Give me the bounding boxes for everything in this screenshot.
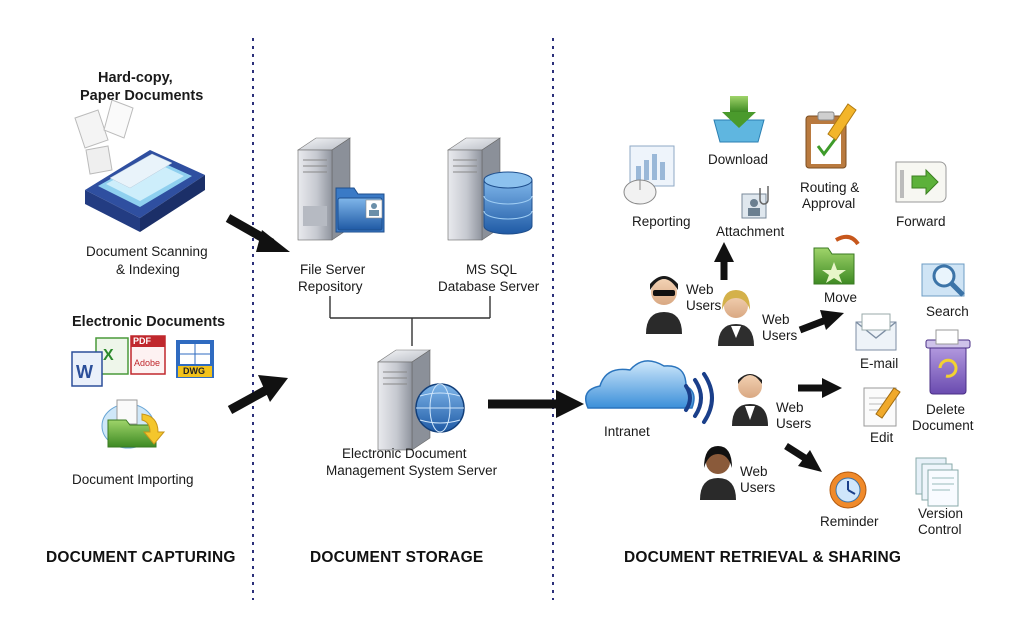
intranet-label: Intranet	[604, 424, 650, 439]
web-user-male-icon	[732, 374, 768, 426]
web-users-2-line2: Users	[762, 328, 798, 343]
reporting-icon	[623, 145, 675, 205]
file-server-label-line2: Repository	[298, 279, 363, 294]
electronic-docs-title: Electronic Documents	[72, 314, 226, 330]
cloud-icon	[585, 360, 695, 409]
arrow-to-edit	[798, 378, 842, 398]
sql-label-line2: Database Server	[438, 279, 540, 294]
routing-label-line2: Approval	[802, 196, 856, 211]
scanning-label-line2: & Indexing	[116, 262, 180, 277]
delete-icon	[925, 329, 971, 395]
scanner-icon	[85, 150, 205, 232]
svg-text:W: W	[76, 362, 93, 382]
edms-label-line2: Management System Server	[326, 463, 498, 478]
database-icon	[483, 171, 533, 235]
reminder-label: Reminder	[820, 514, 879, 529]
file-server-label-line1: File Server	[300, 262, 366, 277]
scanning-label-line1: Document Scanning	[86, 244, 208, 259]
web-users-1-line2: Users	[686, 298, 722, 313]
search-icon	[921, 263, 965, 297]
section-storage: DOCUMENT STORAGE	[310, 549, 484, 566]
paper-docs-title-line2: Paper Documents	[80, 88, 204, 104]
arrow-to-attachment	[714, 242, 734, 280]
section-retrieval: DOCUMENT RETRIEVAL & SHARING	[624, 549, 902, 566]
edit-icon	[863, 387, 901, 427]
arrow-import-to-storage	[227, 375, 288, 414]
web-user-female-top-icon	[718, 290, 754, 346]
edit-label: Edit	[870, 430, 894, 445]
routing-approval-icon	[805, 103, 857, 169]
version-label-line1: Version	[918, 506, 964, 521]
adobe-badge: Adobe	[134, 358, 161, 368]
move-label: Move	[824, 290, 858, 305]
arrow-storage-to-intranet	[488, 390, 584, 418]
delete-label-line2: Document	[912, 418, 974, 433]
email-label: E-mail	[860, 356, 899, 371]
download-icon	[713, 96, 765, 143]
forward-icon	[895, 161, 947, 203]
web-users-1-line1: Web	[686, 282, 714, 297]
move-icon	[813, 234, 860, 285]
sql-label-line1: MS SQL	[466, 262, 518, 277]
reporting-label: Reporting	[632, 214, 691, 229]
web-users-4-line1: Web	[740, 464, 768, 479]
office-files-icon: X W	[71, 335, 214, 387]
import-folder-icon	[101, 399, 166, 449]
dwg-badge: DWG	[183, 366, 205, 376]
web-user-sunglasses-icon	[646, 276, 682, 334]
wireless-signal-icon	[684, 372, 714, 424]
arrow-scan-to-storage	[225, 214, 290, 252]
arrow-to-move	[798, 310, 844, 334]
delete-label-line1: Delete	[926, 402, 966, 417]
version-label-line2: Control	[918, 522, 962, 537]
file-folder-icon	[335, 187, 385, 233]
web-users-2-line1: Web	[762, 312, 790, 327]
pdf-badge: PDF	[133, 336, 151, 346]
section-capturing: DOCUMENT CAPTURING	[46, 549, 236, 566]
svg-text:X: X	[103, 347, 114, 364]
reminder-icon	[829, 471, 867, 509]
forward-label: Forward	[896, 214, 946, 229]
server-connector-lines	[329, 296, 491, 346]
version-control-icon	[915, 457, 959, 507]
arrow-to-reminder	[784, 443, 822, 472]
download-label: Download	[708, 152, 769, 167]
importing-label: Document Importing	[72, 472, 194, 487]
paper-sheets-icon	[74, 99, 134, 175]
web-user-female-bottom-icon	[700, 446, 736, 500]
web-users-3-line2: Users	[776, 416, 812, 431]
globe-icon	[415, 383, 465, 433]
email-icon	[855, 313, 897, 351]
routing-label-line1: Routing &	[800, 180, 860, 195]
paper-docs-title-line1: Hard-copy,	[98, 70, 173, 86]
edms-label-line1: Electronic Document	[342, 446, 467, 461]
search-label: Search	[926, 304, 969, 319]
web-users-3-line1: Web	[776, 400, 804, 415]
attachment-label: Attachment	[716, 224, 785, 239]
attachment-icon	[741, 186, 769, 219]
web-users-4-line2: Users	[740, 480, 776, 495]
